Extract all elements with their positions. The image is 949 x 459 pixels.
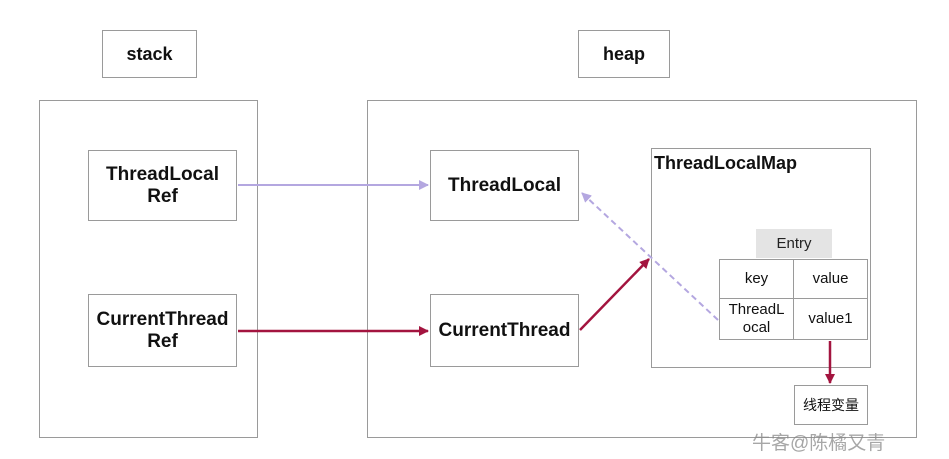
entry-value-label: value xyxy=(793,259,868,299)
threadlocal-ref-line2: Ref xyxy=(147,185,178,207)
entry-key-value-line2: ocal xyxy=(742,319,771,336)
entry-key-value: ThreadL ocal xyxy=(719,298,794,340)
currentthread-ref-line2: Ref xyxy=(147,330,178,352)
currentthread-box: CurrentThread xyxy=(430,294,579,367)
entry-key-label: key xyxy=(719,259,794,299)
threadlocal-ref-box: ThreadLocal Ref xyxy=(88,150,237,221)
threadlocal-ref-line1: ThreadLocal xyxy=(106,163,219,185)
watermark: 牛客@陈橘又青 xyxy=(752,433,886,454)
stack-label: stack xyxy=(102,30,197,78)
currentthread-ref-box: CurrentThread Ref xyxy=(88,294,237,367)
heap-region xyxy=(367,100,917,438)
threadlocal-box: ThreadLocal xyxy=(430,150,579,221)
entry-key-value-line1: ThreadL xyxy=(728,301,785,318)
thread-variable-box: 线程变量 xyxy=(794,385,868,425)
entry-header: Entry xyxy=(756,229,832,258)
currentthread-ref-line1: CurrentThread xyxy=(96,308,229,330)
heap-label: heap xyxy=(578,30,670,78)
entry-value-value: value1 xyxy=(793,298,868,340)
stack-region xyxy=(39,100,258,438)
threadlocalmap-title: ThreadLocalMap xyxy=(654,153,798,173)
